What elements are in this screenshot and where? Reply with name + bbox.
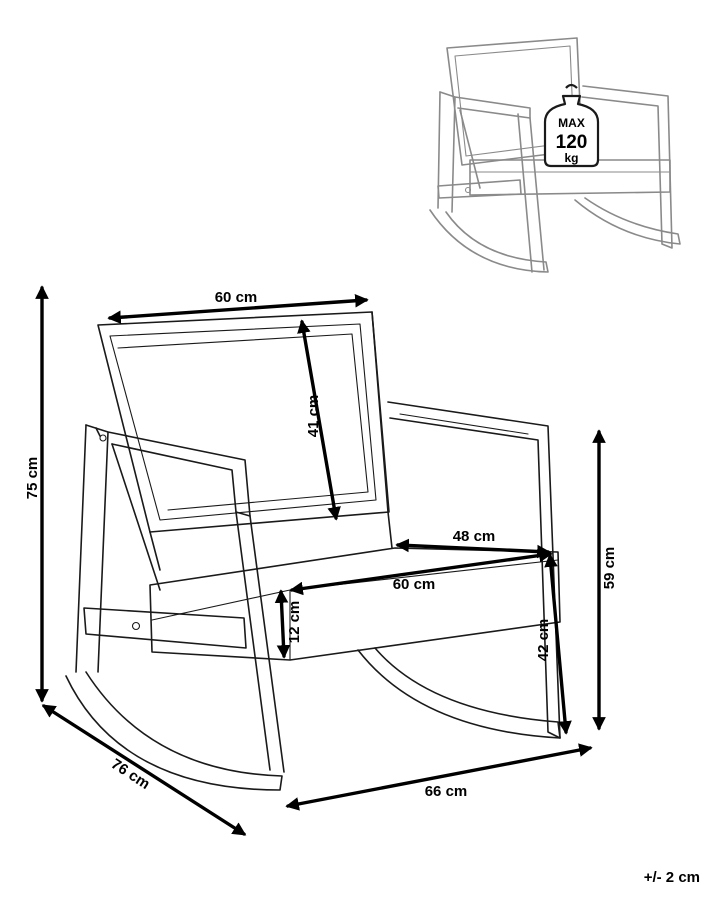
- label-armrest-height: 59 cm: [601, 547, 618, 590]
- tolerance-note: +/- 2 cm: [643, 869, 700, 886]
- arrow-back-height: [297, 319, 341, 521]
- arrow-total-width: [285, 743, 593, 811]
- arrow-seat-thickness: [274, 589, 291, 659]
- label-total-width: 66 cm: [425, 783, 468, 800]
- dimension-arrows: [35, 285, 606, 836]
- label-back-width: 60 cm: [215, 289, 258, 306]
- label-back-height: 41 cm: [305, 395, 322, 438]
- label-seat-depth: 48 cm: [453, 528, 496, 545]
- label-seat-height: 42 cm: [535, 619, 552, 662]
- weight-handle-icon: [565, 83, 578, 89]
- reference-chair-drawing: [429, 37, 681, 273]
- arrow-seat-width: [289, 548, 553, 596]
- label-seat-thickness: 12 cm: [286, 601, 303, 644]
- label-seat-width: 60 cm: [393, 576, 436, 593]
- badge-weight-unit: kg: [564, 151, 578, 165]
- arrow-total-depth: [41, 704, 247, 836]
- weight-icon: [543, 94, 600, 168]
- dimension-labels: 60 cm 41 cm 75 cm 48 cm 60 cm 12 cm 42 c…: [24, 289, 618, 800]
- label-total-height: 75 cm: [24, 457, 41, 500]
- badge-weight-value: 120: [556, 132, 588, 153]
- max-weight-badge: MAX 120 kg: [543, 83, 600, 168]
- arrow-seat-height: [544, 553, 572, 735]
- badge-max-label: MAX: [558, 116, 585, 130]
- arrow-back-width: [107, 293, 369, 325]
